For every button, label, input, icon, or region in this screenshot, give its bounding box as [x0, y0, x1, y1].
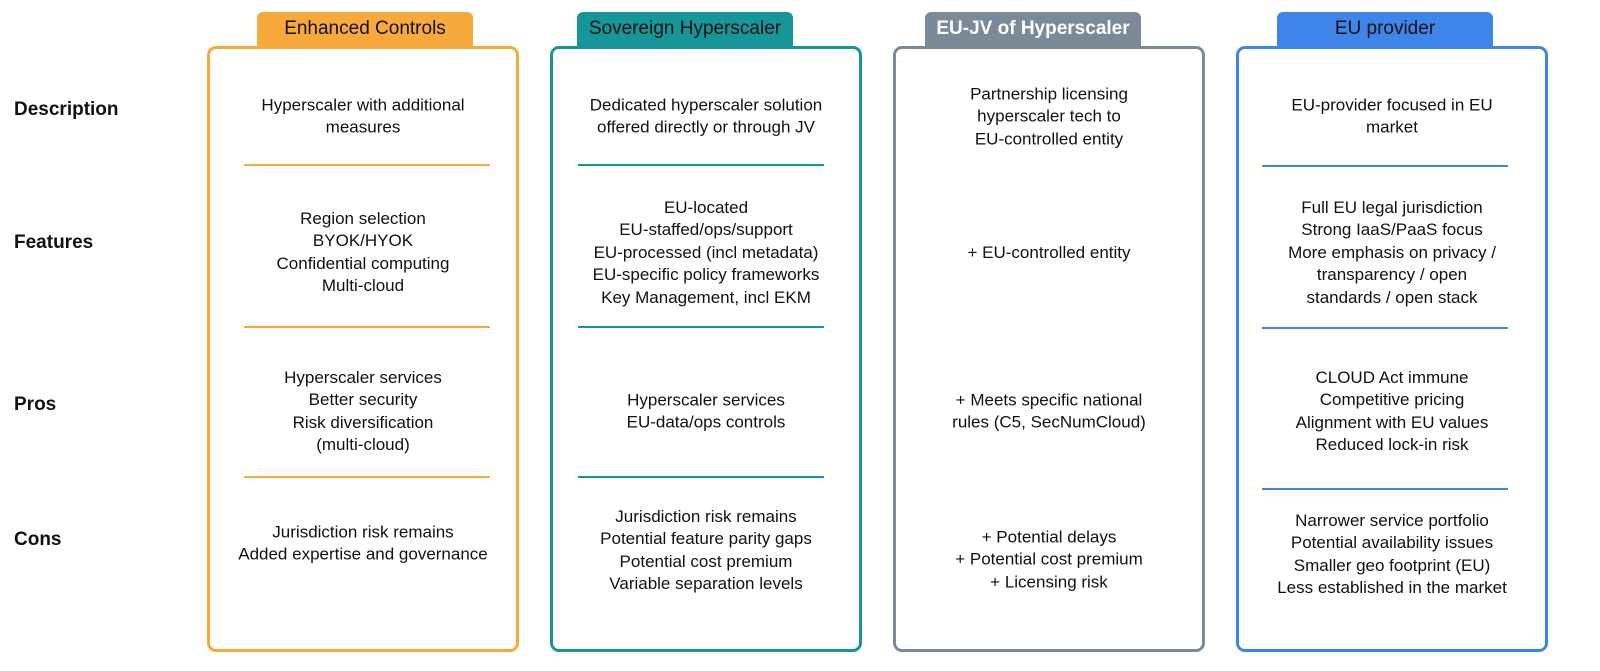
column-header-enhanced-controls: Enhanced Controls	[257, 12, 473, 46]
pros-cell: + Meets specific national rules (C5, SecN…	[896, 390, 1202, 435]
features-line: Region selection	[300, 209, 426, 229]
description-line: Partnership licensing	[970, 84, 1128, 104]
features-line: EU-specific policy frameworks	[592, 265, 820, 285]
features-line: Multi-cloud	[321, 276, 405, 296]
description-line: measures	[325, 118, 401, 137]
section-divider	[244, 476, 490, 478]
pros-line: Hyperscaler services	[284, 368, 442, 388]
pros-line: + Meets specific national	[955, 390, 1143, 410]
row-label-features: Features	[14, 232, 94, 253]
column-card-sovereign-hyperscaler: Dedicated hyperscaler solution offered di…	[550, 46, 862, 652]
cons-line: Potential feature parity gaps	[600, 529, 812, 549]
cons-line: + Licensing risk	[990, 572, 1108, 592]
section-divider	[244, 326, 490, 328]
description-line: Hyperscaler with additional	[261, 95, 465, 115]
cons-cell: + Potential delays+ Potential cost premi…	[896, 526, 1202, 593]
section-divider	[244, 164, 490, 166]
features-line: Full EU legal jurisdiction	[1301, 197, 1483, 217]
description-cell: Dedicated hyperscaler solution offered di…	[553, 95, 859, 140]
features-line: EU-located	[663, 197, 749, 217]
pros-line: Risk diversification	[292, 413, 434, 432]
section-divider	[1262, 165, 1508, 167]
cons-line: Less established in the market	[1277, 578, 1507, 598]
cons-line: + Potential cost premium	[955, 549, 1143, 569]
features-line: EU-staffed/ops/support	[619, 220, 793, 240]
cons-line: Narrower service portfolio	[1295, 511, 1489, 531]
cons-line: Jurisdiction risk remains	[272, 522, 454, 542]
description-line: EU-controlled entity	[974, 129, 1124, 149]
cons-line: Potential cost premium	[619, 552, 793, 571]
section-divider	[578, 326, 824, 328]
section-divider	[578, 164, 824, 166]
description-cell: EU-provider focused in EU market	[1239, 95, 1545, 140]
description-line: offered directly or through JV	[597, 118, 815, 137]
features-line: Key Management, incl EKM	[601, 287, 811, 307]
cons-line: Potential availability issues	[1290, 533, 1494, 553]
features-line: More emphasis on privacy /	[1288, 242, 1496, 262]
row-label-description: Description	[14, 99, 119, 120]
cons-line: Jurisdiction risk remains	[615, 507, 797, 527]
section-divider	[578, 476, 824, 478]
features-line: BYOK/HYOK	[312, 231, 414, 251]
column-header-sovereign-hyperscaler: Sovereign Hyperscaler	[577, 12, 793, 46]
pros-line: Alignment with EU values	[1295, 413, 1489, 432]
features-line: Confidential computing	[276, 254, 450, 273]
description-line: hyperscaler tech to	[977, 106, 1121, 126]
pros-line: CLOUD Act immune	[1315, 368, 1469, 388]
column-header-eu-provider: EU provider	[1277, 12, 1493, 46]
section-divider	[1262, 488, 1508, 490]
cons-line: + Potential delays	[981, 527, 1117, 547]
pros-line: Reduced lock-in risk	[1315, 435, 1469, 455]
features-line: + EU-controlled entity	[967, 242, 1131, 262]
description-line: market	[1366, 118, 1418, 137]
features-line: standards / open stack	[1306, 287, 1478, 307]
row-label-pros: Pros	[14, 394, 57, 415]
pros-line: Competitive pricing	[1319, 390, 1465, 410]
column-header-eu-jv-of-hyperscaler: EU-JV of Hyperscaler	[925, 12, 1141, 46]
cons-line: Variable separation levels	[609, 574, 803, 594]
description-cell: Hyperscaler with additional measures	[210, 95, 516, 140]
features-cell: + EU-controlled entity	[896, 242, 1202, 264]
description-line: Dedicated hyperscaler solution	[589, 95, 823, 115]
pros-line: Better security	[308, 390, 418, 410]
description-line: EU-provider focused in EU	[1291, 95, 1493, 115]
pros-line: EU-data/ops controls	[626, 413, 786, 432]
pros-line: Hyperscaler services	[627, 390, 785, 410]
cons-line: Added expertise and governance	[238, 545, 488, 564]
row-label-cons: Cons	[14, 529, 62, 550]
features-line: EU-processed (incl metadata)	[593, 242, 819, 262]
pros-line: (multi-cloud)	[316, 435, 410, 455]
section-divider	[1262, 327, 1508, 329]
cons-line: Smaller geo footprint (EU)	[1293, 556, 1491, 575]
pros-line: rules (C5, SecNumCloud)	[952, 413, 1146, 432]
features-line: Strong IaaS/PaaS focus	[1301, 220, 1483, 240]
features-line: transparency / open	[1316, 265, 1468, 285]
